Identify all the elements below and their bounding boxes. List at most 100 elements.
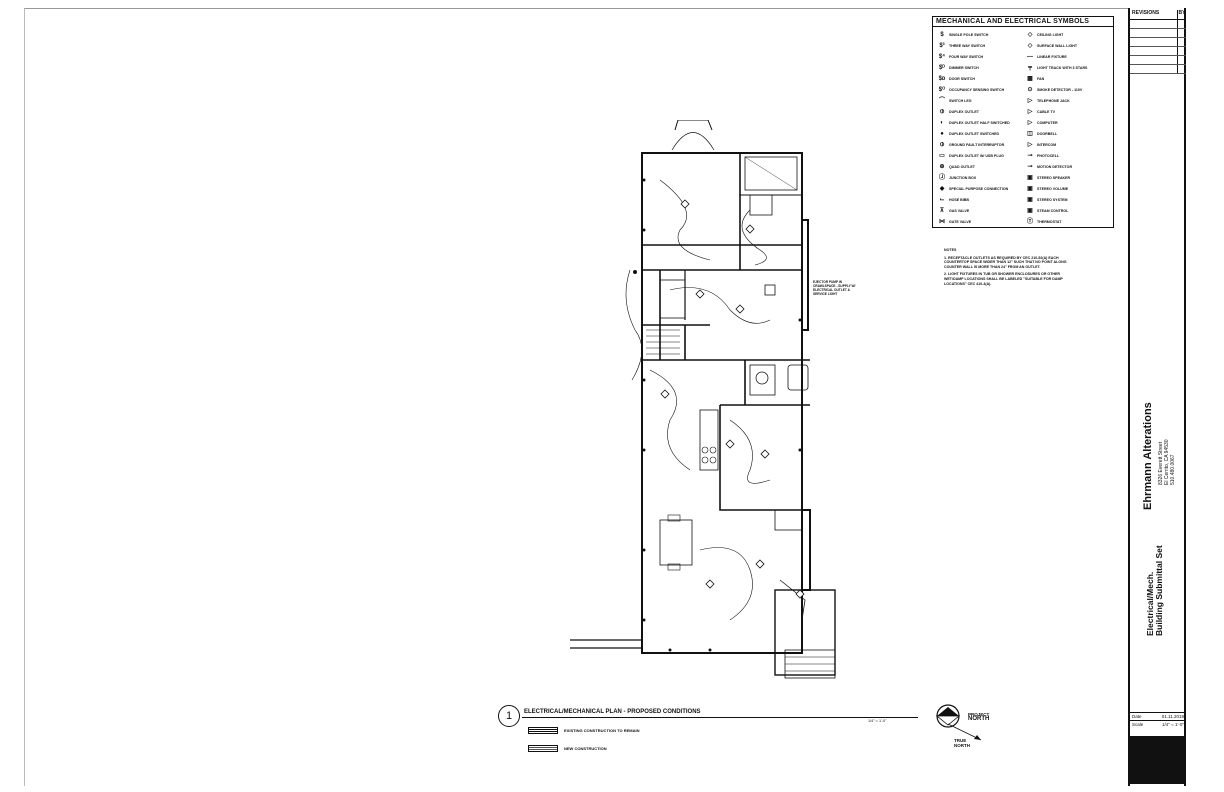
legend-row: ▷ TELEPHONE JACK (1023, 95, 1111, 106)
legend-row: $³ THREE WAY SWITCH (935, 40, 1023, 51)
special-purpose-icon: ◆ (939, 185, 945, 192)
legend-row: ⦶GROUND FAULT INTERRUPTOR (935, 139, 1023, 150)
legend-row: ◆ SPECIAL PURPOSE CONNECTION (935, 183, 1023, 194)
motion-detector-icon: ⊸ (1027, 163, 1033, 170)
duplex-outlet-icon: ⦶ (939, 108, 945, 115)
legend-row: ⊙ SMOKE DETECTOR - 110V (1023, 84, 1111, 95)
note-item: 2. LIGHT FIXTURES IN TUB OR SHOWER ENCLO… (944, 272, 1063, 286)
light-track-icon: ┯ (1028, 64, 1032, 71)
project-address: 8326 Everett Street El Cerrito, CA 94530… (1158, 439, 1176, 485)
legend-row: ▷ CABLE TV (1023, 106, 1111, 117)
legend-label: STEREO VOLUME (1037, 186, 1069, 191)
drawing-sheet (24, 8, 1186, 786)
quad-outlet-icon: ⊕ (939, 163, 945, 170)
legend-title: MECHANICAL AND ELECTRICAL SYMBOLS (933, 17, 1113, 27)
legend-label: THREE WAY SWITCH (949, 43, 986, 48)
title-block (1128, 8, 1186, 786)
door-switch-icon: $ᴅ (938, 75, 946, 82)
hose-bibb-icon: ⌙ (939, 196, 945, 203)
legend-label: INTERCOM (1037, 142, 1057, 147)
legend-label: SMOKE DETECTOR - 110V (1037, 87, 1083, 92)
legend-label: SPECIAL PURPOSE CONNECTION (949, 186, 1009, 191)
legend-row: ◇SURFACE WALL LIGHT (1023, 40, 1111, 51)
legend-row: ▩FAN (1023, 73, 1111, 84)
scale-label: Scale (1132, 722, 1144, 727)
new-label: NEW CONSTRUCTION (564, 746, 607, 751)
telephone-jack-icon: ▷ (1027, 97, 1033, 104)
thermostat-icon: Ⓣ (1026, 218, 1033, 225)
legend-row: ▣ STEREO VOLUME (1023, 183, 1111, 194)
legend-label: DOOR SWITCH (949, 76, 975, 81)
legend-label: HOSE BIBB (949, 197, 969, 202)
legend-row: ┯LIGHT TRACK WITH 3 STARS (1023, 62, 1111, 73)
drawing-number: 1 (498, 705, 520, 727)
legend-row: ▣ STEREO SYSTEM (1023, 194, 1111, 205)
revision-row (1130, 38, 1186, 47)
legend-label: GATE VALVE (949, 219, 972, 224)
legend-label: DIMMER SWITCH (949, 65, 979, 70)
legend-row: ⊼ GAS VALVE (935, 205, 1023, 216)
revision-row (1130, 29, 1186, 38)
date-value: 01.11.2019 (1161, 714, 1184, 719)
legend-row: ▣STEAM CONTROL (1023, 205, 1111, 216)
electrical-floor-plan (570, 120, 836, 679)
legend-label: DUPLEX OUTLET W/ USB PLUG (949, 153, 1004, 158)
legend-label: STEREO SYSTEM (1037, 197, 1068, 202)
north-arrow-icon (935, 704, 982, 741)
legend-label: QUAD OUTLET (949, 164, 975, 169)
stereo-speaker-icon: ▣ (1027, 174, 1033, 181)
three-way-switch-icon: $³ (939, 42, 945, 49)
date-label: Date (1132, 714, 1142, 719)
legend-existing: EXISTING CONSTRUCTION TO REMAIN (528, 727, 639, 734)
legend-label: TELEPHONE JACK (1037, 98, 1070, 103)
legend-label: FAN (1037, 76, 1045, 81)
stereo-volume-icon: ▣ (1027, 185, 1033, 192)
notes-heading: NOTES (944, 248, 957, 252)
computer-icon: ▷ (1027, 119, 1033, 126)
gfi-icon: ⦶ (939, 141, 945, 148)
legend-row: ▣STEREO SPEAKER (1023, 172, 1111, 183)
cable-tv-icon: ▷ (1027, 108, 1033, 115)
drawing-scale: 1/4" = 1'-0" (868, 719, 887, 723)
legend-row: ⊸PHOTOCELL (1023, 150, 1111, 161)
legend-row: $SINGLE POLE SWITCH (935, 29, 1023, 40)
legend-row: ⊸MOTION DETECTOR (1023, 161, 1111, 172)
legend-label: COMPUTER (1037, 120, 1058, 125)
legend-label: GAS VALVE (949, 208, 970, 213)
general-notes: NOTES 1. RECEPTACLE OUTLETS AS REQUIRED … (944, 248, 1074, 289)
steam-control-icon: ▣ (1027, 207, 1033, 214)
gas-valve-icon: ⊼ (939, 207, 945, 214)
smoke-detector-icon: ⊙ (1027, 86, 1033, 93)
legend-label: CABLE TV (1037, 109, 1055, 114)
stereo-system-icon: ▣ (1027, 196, 1033, 203)
legend-row: ⊕ QUAD OUTLET (935, 161, 1023, 172)
legend-row: ▷ COMPUTER (1023, 117, 1111, 128)
ejector-pump-note: EJECTOR PUMP IN CRAWLSPACE - SUPPLY W/ E… (813, 280, 856, 296)
by-header: BY (1177, 10, 1186, 19)
legend-label: SURFACE WALL LIGHT (1037, 43, 1078, 48)
gate-valve-icon: ⋈ (939, 218, 945, 225)
duplex-switched-icon: ● (940, 130, 944, 137)
legend-row: ●DUPLEX OUTLET SWITCHED (935, 128, 1023, 139)
legend-row: ⌒SWITCH LEG (935, 95, 1023, 106)
legend-new: NEW CONSTRUCTION (528, 745, 607, 752)
revision-row (1130, 56, 1186, 65)
revision-row (1130, 20, 1186, 29)
doorbell-icon: ◫ (1027, 130, 1033, 137)
dimmer-switch-icon: $ᴰ (938, 64, 946, 71)
legend-label: DUPLEX OUTLET (949, 109, 979, 114)
legend-row: ⌙ HOSE BIBB (935, 194, 1023, 205)
sheet-number-block (1130, 736, 1184, 784)
symbols-legend: MECHANICAL AND ELECTRICAL SYMBOLS $SINGL… (932, 16, 1114, 228)
legend-label: FOUR WAY SWITCH (949, 54, 984, 59)
scale-value: 1/4" = 1'-0" (1162, 722, 1184, 727)
occupancy-switch-icon: $ᴼ (938, 86, 946, 93)
